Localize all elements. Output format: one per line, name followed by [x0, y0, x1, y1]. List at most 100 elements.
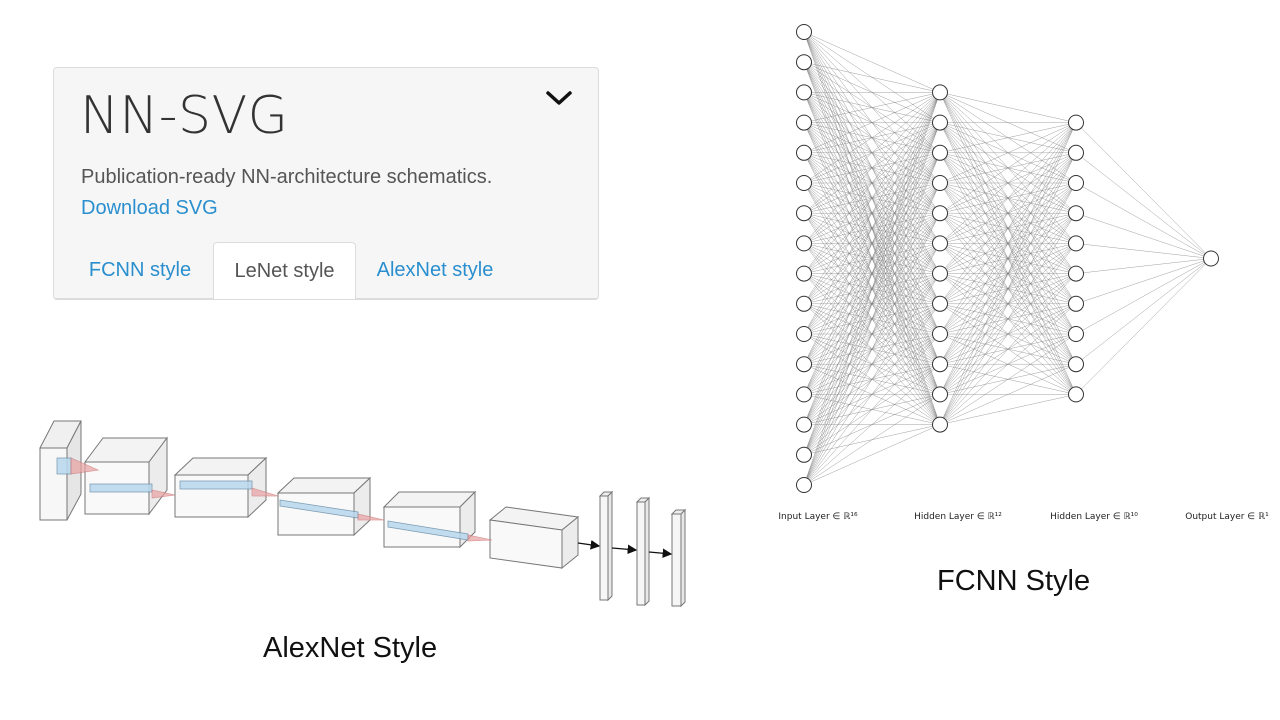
neuron-layer-1 — [796, 84, 812, 101]
connection-edge — [803, 92, 941, 395]
layer-label-4: Output Layer ∈ ℝ¹ — [1185, 512, 1269, 522]
connection-edge — [803, 364, 941, 486]
connection-edge — [939, 303, 1077, 425]
alexnet-diagram — [39, 420, 687, 608]
neuron-layer-3 — [1068, 356, 1084, 373]
connection-edge — [939, 394, 1077, 425]
neuron-layer-2 — [932, 326, 948, 342]
neuron-layer-1 — [796, 326, 812, 342]
neuron-layer-2 — [932, 114, 948, 131]
neuron-layer-1 — [796, 205, 812, 222]
neuron-layer-1 — [796, 144, 812, 161]
dense-layer-2 — [635, 496, 651, 607]
layer-label-3: Hidden Layer ∈ ℝ¹⁰ — [1050, 512, 1138, 522]
neuron-layer-3 — [1068, 386, 1084, 403]
neuron-layer-2 — [932, 356, 948, 373]
connection-edge — [803, 303, 941, 486]
connection-edge — [939, 122, 1077, 153]
neuron-layer-1 — [796, 416, 812, 433]
connection-edge — [1075, 182, 1212, 259]
connection-edge — [1075, 258, 1212, 365]
connection-edge — [1075, 213, 1212, 259]
neuron-layer-3 — [1068, 205, 1084, 222]
connection-edge — [939, 122, 1077, 365]
connection-edge — [939, 122, 1077, 274]
tab-lenet-style[interactable]: LeNet style — [213, 242, 356, 299]
neuron-layer-3 — [1068, 235, 1084, 252]
neuron-layer-4 — [1203, 250, 1219, 267]
neuron-layer-2 — [932, 416, 948, 433]
connection-edge — [803, 92, 941, 455]
neuron-layer-1 — [796, 175, 812, 191]
neuron-layer-2 — [932, 84, 948, 101]
connection-edge — [939, 333, 1077, 425]
connection-edge — [1075, 258, 1212, 395]
neuron-layer-1 — [796, 54, 812, 71]
connection-edge — [803, 424, 941, 486]
connection-edge — [1075, 152, 1212, 259]
tagline: Publication-ready NN-architecture schema… — [81, 166, 493, 188]
connection-edge — [803, 92, 941, 335]
neuron-layer-2 — [932, 386, 948, 403]
neuron-layer-2 — [932, 205, 948, 222]
connection-edge — [803, 92, 941, 274]
connection-edge — [803, 122, 941, 486]
neuron-layer-1 — [796, 386, 812, 403]
connection-edge — [939, 122, 1077, 184]
connection-edge — [803, 92, 941, 486]
connection-edge — [939, 243, 1077, 425]
neuron-layer-3 — [1068, 144, 1084, 161]
neuron-layer-2 — [932, 175, 948, 191]
neuron-layer-2 — [932, 265, 948, 282]
neuron-layer-1 — [796, 114, 812, 131]
connection-edge — [803, 213, 941, 486]
connection-edge — [803, 273, 941, 486]
connection-edge — [1075, 243, 1212, 259]
connection-edge — [803, 92, 941, 184]
app-title: NN-SVG — [80, 86, 289, 146]
connection-edge — [803, 92, 941, 244]
neuron-layer-3 — [1068, 114, 1084, 131]
connection-edge — [803, 92, 941, 304]
neuron-layer-1 — [796, 265, 812, 282]
neuron-layer-1 — [796, 235, 812, 252]
style-tabs: FCNN style LeNet style AlexNet style — [54, 242, 598, 299]
connection-edge — [939, 122, 1077, 425]
connection-edge — [939, 182, 1077, 425]
connection-edge — [803, 394, 941, 486]
connection-edge — [803, 92, 941, 123]
alexnet-caption: AlexNet Style — [263, 632, 438, 664]
connection-edge — [803, 31, 941, 93]
neuron-layer-1 — [796, 356, 812, 373]
connection-edge — [1075, 122, 1212, 259]
connection-edge — [939, 213, 1077, 425]
connection-edge — [803, 62, 941, 93]
chevron-down-icon[interactable] — [544, 86, 574, 110]
neuron-layer-3 — [1068, 326, 1084, 342]
connection-edge — [803, 92, 941, 153]
connection-edge — [939, 122, 1077, 244]
tab-fcnn-style[interactable]: FCNN style — [88, 259, 192, 281]
nn-svg-card: NN-SVG Publication-ready NN-architecture… — [53, 67, 599, 300]
connection-edge — [803, 92, 941, 365]
neuron-layer-2 — [932, 295, 948, 312]
neuron-layer-2 — [932, 144, 948, 161]
neuron-layer-1 — [796, 24, 812, 40]
connection-edge — [1075, 258, 1212, 304]
neuron-layer-2 — [932, 235, 948, 252]
download-svg-link[interactable]: Download SVG — [81, 197, 218, 219]
connection-edge — [1075, 258, 1212, 335]
neuron-layer-1 — [796, 477, 812, 493]
neuron-layer-1 — [796, 295, 812, 312]
connection-edge — [803, 182, 941, 486]
tab-alexnet-style[interactable]: AlexNet style — [376, 259, 494, 281]
neuron-layer-3 — [1068, 295, 1084, 312]
dense-layer-3 — [670, 508, 687, 608]
neuron-layer-3 — [1068, 265, 1084, 282]
connection-edge — [803, 92, 941, 425]
conv-volume-4 — [382, 491, 477, 508]
connection-edge — [939, 273, 1077, 425]
dense-layer-1 — [598, 490, 614, 602]
layer-label-2: Hidden Layer ∈ ℝ¹² — [914, 512, 1002, 522]
